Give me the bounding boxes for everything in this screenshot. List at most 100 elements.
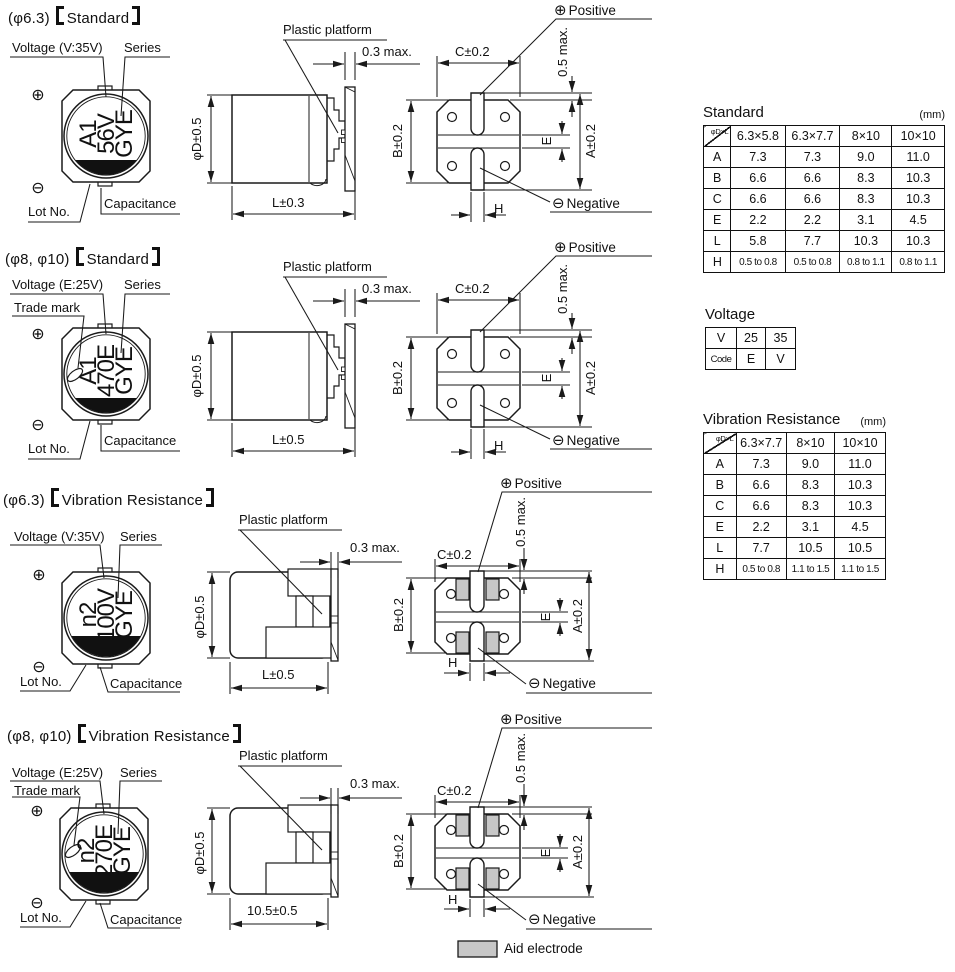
voltage-label: Voltage (E:25V)	[12, 765, 104, 780]
title-prefix: (φ8, φ10)	[7, 728, 72, 745]
plastic-platform-label: Plastic platform	[239, 512, 328, 527]
negative-text: Negative	[566, 433, 620, 448]
plus-icon: ⊕	[500, 474, 513, 492]
corner-cell: φD×L	[702, 125, 732, 147]
cell: 10.3	[834, 474, 886, 496]
right-bracket-icon	[132, 6, 141, 25]
negative-text: Negative	[542, 912, 596, 927]
capacitance-label: Capacitance	[110, 676, 183, 691]
title-prefix: (φ8, φ10)	[5, 251, 70, 268]
plastic-platform-label: Plastic platform	[283, 259, 372, 274]
positive-label: ⊕Positive	[554, 238, 616, 256]
series-label: Series	[124, 277, 161, 292]
lot-no-label: Lot No.	[28, 204, 70, 219]
dim-a: A±0.2	[569, 599, 585, 633]
cell: 10.3	[891, 188, 945, 210]
table-title: Vibration Resistance	[703, 411, 841, 428]
cell: V	[705, 327, 737, 349]
cell: 3.1	[839, 209, 893, 231]
cell: 6.6	[730, 188, 786, 210]
cell: 7.7	[784, 230, 841, 252]
protrusion-dim: 0.5 max.	[512, 733, 528, 783]
col-header: 6.3×5.8	[730, 125, 786, 147]
trade-mark-label: Trade mark	[14, 300, 80, 315]
col-header: 6.3×7.7	[784, 125, 841, 147]
row-label: C	[702, 188, 732, 210]
aid-electrode-label: Aid electrode	[504, 941, 583, 956]
table-unit: (mm)	[860, 416, 886, 428]
section-title: (φ6.3)Standard	[8, 6, 141, 27]
row-label: E	[703, 516, 737, 538]
dim-c: C±0.2	[437, 783, 472, 798]
row-label: B	[702, 167, 732, 189]
header-row: φD×L 6.3×7.7 8×10 10×10	[703, 432, 886, 454]
cell: 10.5	[834, 537, 886, 559]
edge-gap-dim: 0.3 max.	[362, 44, 412, 59]
protrusion-dim: 0.5 max.	[554, 27, 570, 77]
edge-gap-dim: 0.3 max.	[350, 776, 400, 791]
left-bracket-icon	[77, 724, 86, 743]
negative-label: ⊖Negative	[552, 433, 620, 449]
cell: 10.3	[834, 495, 886, 517]
title-name: Vibration Resistance	[88, 728, 230, 745]
diameter-dim: φD±0.5	[191, 595, 207, 639]
protrusion-dim: 0.5 max.	[554, 264, 570, 314]
row-label: A	[702, 146, 732, 168]
dim-h: H	[494, 438, 504, 453]
negative-label: ⊖Negative	[528, 676, 596, 692]
dim-a: A±0.2	[582, 361, 598, 395]
row-label: H	[703, 558, 737, 580]
length-dim: L±0.3	[272, 195, 305, 210]
corner-label: φD×L	[715, 434, 734, 443]
plus-icon: ⊕	[500, 710, 513, 728]
vibration-dimensions-table: Vibration Resistance (mm) φD×L 6.3×7.7 8×…	[703, 411, 886, 580]
plus-icon: ⊕	[554, 238, 567, 256]
marking-line: GYE	[109, 827, 136, 875]
minus-icon: ⊖	[528, 910, 541, 928]
cell: 10.5	[785, 537, 836, 559]
cell: 8.3	[785, 474, 836, 496]
corner-label: φD×L	[710, 127, 729, 136]
cell: 0.5 to 0.8	[735, 558, 787, 580]
dim-a: A±0.2	[582, 124, 598, 158]
cell: 11.0	[891, 146, 945, 168]
row-label: B	[703, 474, 737, 496]
voltage-label: Voltage (V:35V)	[12, 40, 103, 55]
cell: 10.3	[891, 230, 945, 252]
left-bracket-icon	[55, 6, 64, 25]
dim-b: B±0.2	[389, 124, 405, 158]
minus-icon: ⊖	[32, 657, 46, 676]
dim-b: B±0.2	[390, 834, 406, 868]
cell: 9.0	[839, 146, 893, 168]
col-header: 10×10	[891, 125, 945, 147]
dim-b: B±0.2	[389, 361, 405, 395]
cell: 7.3	[730, 146, 786, 168]
cell: 1.1 to 1.5	[785, 558, 836, 580]
capacitance-label: Capacitance	[104, 196, 177, 211]
table-title: Voltage	[705, 306, 756, 323]
lot-no-label: Lot No.	[28, 441, 70, 456]
cell: 2.2	[730, 209, 786, 231]
series-label: Series	[120, 529, 157, 544]
negative-label: ⊖Negative	[552, 196, 620, 212]
row-label: A	[703, 453, 737, 475]
right-bracket-icon	[206, 488, 215, 507]
row-label: C	[703, 495, 737, 517]
cell: 7.3	[784, 146, 841, 168]
cell: 6.6	[735, 495, 787, 517]
section-title: (φ8, φ10) Vibration Resistance	[7, 724, 241, 745]
cell: 11.0	[834, 453, 886, 475]
